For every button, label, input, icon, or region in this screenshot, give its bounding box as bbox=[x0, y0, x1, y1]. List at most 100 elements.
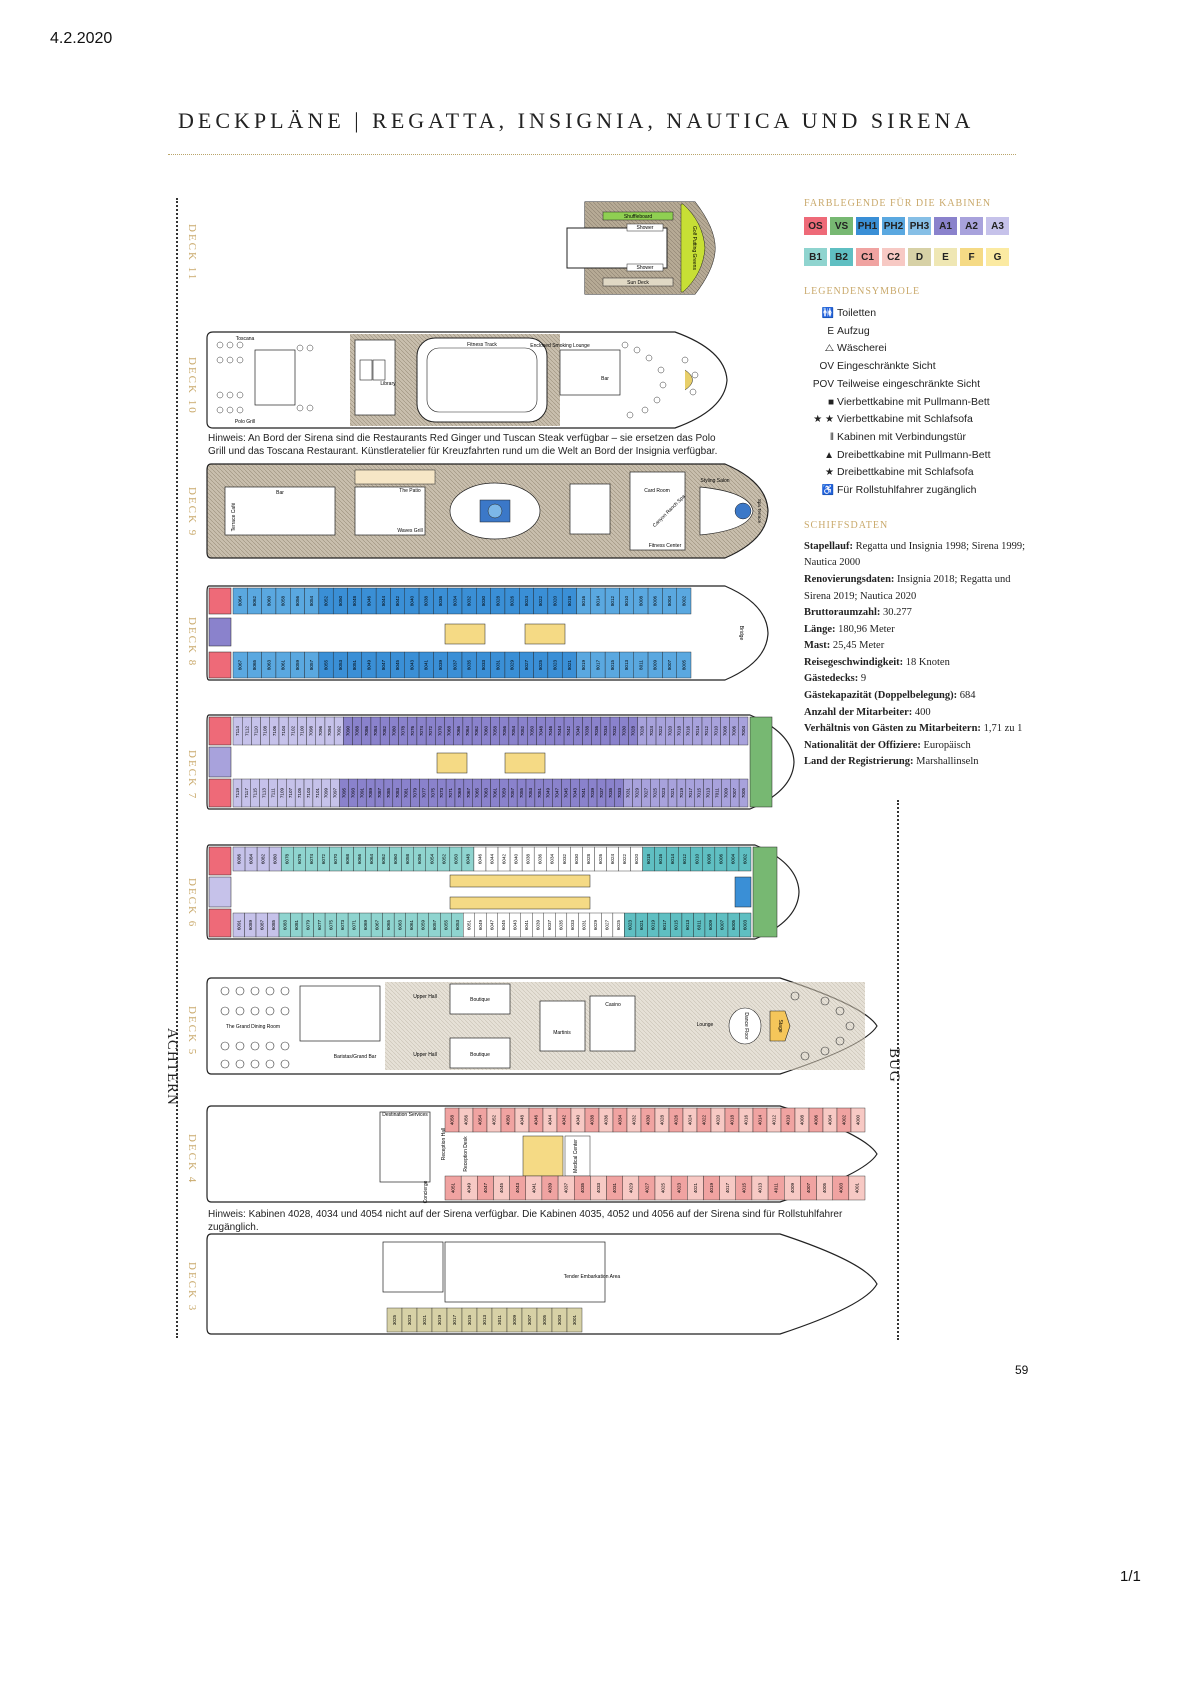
cabin-number: 4030 bbox=[646, 1114, 651, 1125]
swatch-os: OS bbox=[804, 217, 827, 235]
cabin-number: 8017 bbox=[595, 659, 600, 670]
deck-11-plan: Shuffleboard Shower Shower Sun Deck Golf… bbox=[566, 201, 716, 295]
cabin-number: 7093 bbox=[350, 787, 355, 798]
cabin-number: 7109 bbox=[279, 787, 284, 798]
ship-fact: Stapellauf: Regatta und Insignia 1998; S… bbox=[804, 539, 1034, 572]
cabin-number: 7050 bbox=[529, 725, 534, 736]
deck-9-room-patio: The Patio bbox=[399, 488, 421, 494]
cabin-number: 3007 bbox=[527, 1314, 532, 1325]
cabin-number: 6028 bbox=[586, 853, 591, 864]
cabin-number: 6050 bbox=[453, 853, 458, 864]
cabin-number: 6008 bbox=[706, 853, 711, 864]
cabin-number: 6067 bbox=[374, 919, 379, 930]
cabin-number: 6072 bbox=[321, 853, 326, 864]
cabin-number: 7114 bbox=[235, 726, 240, 736]
cabin-number: 7098 bbox=[309, 725, 314, 736]
cabin-number: 4000 bbox=[856, 1114, 861, 1125]
deck-6-label: DECK 6 bbox=[186, 878, 198, 929]
cabin-number: 7026 bbox=[640, 725, 645, 736]
cabin-number: 6064 bbox=[369, 853, 374, 864]
cabin-number: 6057 bbox=[432, 919, 437, 930]
deck-3-label: DECK 3 bbox=[186, 1262, 198, 1313]
cabin-number: 7071 bbox=[448, 787, 453, 798]
cabin-number: 7012 bbox=[704, 725, 709, 736]
cabin-number: 4033 bbox=[596, 1182, 601, 1193]
deck-9-room-styling: Styling Salon bbox=[700, 478, 729, 484]
cabin-number: 8032 bbox=[467, 595, 472, 606]
cabin-7005 bbox=[738, 778, 749, 808]
cabin-number: 7089 bbox=[368, 787, 373, 798]
cabin-number: 4050 bbox=[506, 1114, 511, 1125]
cabin-number: 8063 bbox=[266, 659, 271, 670]
ship-fact-value: Regatta und Insignia 1998; Sirena 1999; … bbox=[804, 540, 1026, 569]
cabin-number: 6027 bbox=[605, 919, 610, 930]
cabin-number: 7080 bbox=[391, 725, 396, 736]
cabin-number: 7029 bbox=[635, 787, 640, 798]
cabin-number: 7061 bbox=[492, 787, 497, 798]
symbol-glyph-icon: ♿ bbox=[821, 485, 834, 497]
cabin-number: 4018 bbox=[730, 1114, 735, 1125]
deck-8-label: DECK 8 bbox=[186, 617, 198, 668]
cabin-number: 8033 bbox=[481, 659, 486, 670]
cabin-number: 8012 bbox=[610, 595, 615, 606]
cabin-number: 7059 bbox=[501, 787, 506, 798]
cabin-number: 6083 bbox=[282, 919, 287, 930]
cabin-number: 8058 bbox=[281, 595, 286, 606]
cabin-number: 4005 bbox=[822, 1182, 827, 1193]
cabin-number: 8060 bbox=[266, 595, 271, 606]
cabin-number: 4042 bbox=[562, 1114, 567, 1125]
swatch-c1: C1 bbox=[856, 248, 879, 266]
cabin-number: 6007 bbox=[720, 919, 725, 930]
deck-10-room-library: Library bbox=[380, 381, 396, 387]
cabin-number: 6011 bbox=[697, 920, 702, 930]
cabin-number: 4028 bbox=[660, 1114, 665, 1125]
cabin-number: 7073 bbox=[439, 787, 444, 798]
cabin-number: 6061 bbox=[409, 919, 414, 930]
ship-fact: Mast: 25,45 Meter bbox=[804, 638, 1034, 655]
ship-fact-label: Verhältnis von Gästen zu Mitarbeitern: bbox=[804, 723, 981, 735]
symbol-legend-title: LEGENDENSYMBOLE bbox=[804, 286, 921, 297]
cabin-number: 8018 bbox=[567, 595, 572, 606]
ship-fact-value: Insignia 2018; Regatta und Sirena 2019; … bbox=[804, 573, 1011, 602]
cabin-number: 6035 bbox=[559, 919, 564, 930]
cabin-number: 4002 bbox=[842, 1114, 847, 1125]
cabin-number: 7064 bbox=[465, 725, 470, 736]
cabin-3001 bbox=[566, 1307, 583, 1333]
symbol-text: Für Rollstuhlfahrer zugänglich bbox=[837, 484, 977, 497]
cabin-number: 6021 bbox=[639, 919, 644, 930]
cabin-number: 7040 bbox=[575, 725, 580, 736]
cabin-number: 8037 bbox=[452, 659, 457, 670]
cabin-number: 4020 bbox=[716, 1114, 721, 1125]
cabin-number: 3023 bbox=[407, 1314, 412, 1325]
cabin-number: 4007 bbox=[806, 1182, 811, 1193]
cabin-number: 4031 bbox=[612, 1182, 617, 1193]
cabin-number: 7074 bbox=[419, 725, 424, 736]
cabin-number: 8010 bbox=[624, 595, 629, 606]
cabin-number: 7091 bbox=[359, 787, 364, 798]
cabin-number: 6020 bbox=[634, 853, 639, 864]
cabin-number: 4052 bbox=[492, 1114, 497, 1125]
cabin-number: 8008 bbox=[638, 595, 643, 606]
cabin-number: 4015 bbox=[741, 1182, 746, 1193]
cabin-4001 bbox=[848, 1175, 866, 1201]
cabin-number: 6043 bbox=[513, 919, 518, 930]
print-date: 4.2.2020 bbox=[50, 30, 113, 47]
cabin-number: 4035 bbox=[580, 1182, 585, 1193]
cabin-number: 6056 bbox=[417, 853, 422, 864]
cabin-number: 7033 bbox=[617, 787, 622, 798]
cabin-number: 6077 bbox=[317, 919, 322, 930]
cabin-number: 6005 bbox=[731, 919, 736, 930]
swatch-a1: A1 bbox=[934, 217, 957, 235]
cabin-number: 8036 bbox=[438, 595, 443, 606]
cabin-number: 8056 bbox=[295, 595, 300, 606]
deck-11-room-shower-1: Shower bbox=[637, 225, 654, 231]
cabin-number: 8043 bbox=[409, 659, 414, 670]
cabin-number: 7036 bbox=[594, 725, 599, 736]
cabin-number: 8049 bbox=[366, 659, 371, 670]
cabin-number: 8051 bbox=[352, 659, 357, 670]
cabin-number: 8034 bbox=[452, 595, 457, 606]
cabin-number: 7013 bbox=[706, 787, 711, 798]
